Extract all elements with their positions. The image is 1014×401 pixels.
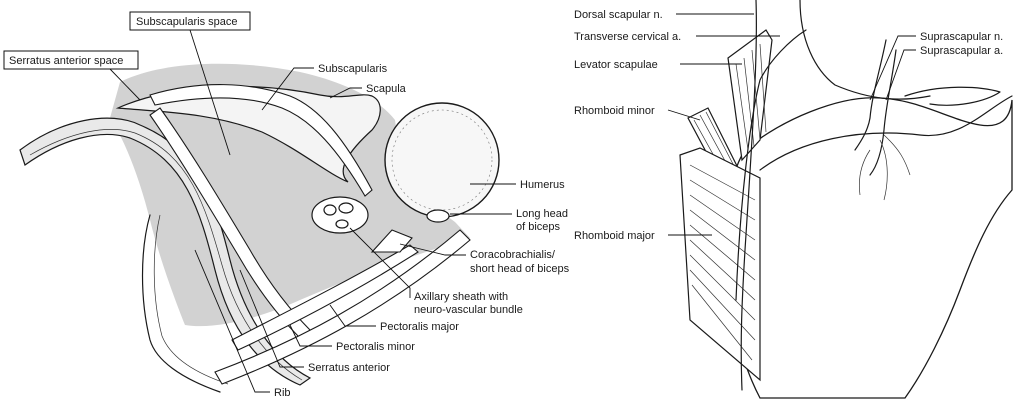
label-rib: Rib xyxy=(274,387,291,399)
label-serratus-anterior-space: Serratus anterior space xyxy=(9,55,123,67)
label-long-head-2: of biceps xyxy=(516,221,561,233)
label-subscapularis-space: Subscapularis space xyxy=(136,16,238,28)
label-subscapularis: Subscapularis xyxy=(318,63,388,75)
humerus xyxy=(385,103,499,217)
label-suprascapular-a: Suprascapular a. xyxy=(920,45,1003,57)
biceps-long-head xyxy=(427,210,449,222)
acromion xyxy=(905,87,1000,105)
label-scapula: Scapula xyxy=(366,83,407,95)
axilla-cross-section: Subscapularis space Serratus anterior sp… xyxy=(4,12,570,399)
label-pectoralis-major: Pectoralis major xyxy=(380,321,459,333)
label-long-head-1: Long head xyxy=(516,208,568,220)
label-transverse-cervical-a: Transverse cervical a. xyxy=(574,31,681,43)
label-rhomboid-minor: Rhomboid minor xyxy=(574,105,655,117)
label-serratus-anterior: Serratus anterior xyxy=(308,362,390,374)
label-axillary-sheath-1: Axillary sheath with xyxy=(414,291,508,303)
label-coracobrachialis-2: short head of biceps xyxy=(470,263,570,275)
scapula-posterior xyxy=(726,98,1012,398)
label-pectoralis-minor: Pectoralis minor xyxy=(336,341,415,353)
label-suprascapular-n: Suprascapular n. xyxy=(920,31,1003,43)
label-levator-scapulae: Levator scapulae xyxy=(574,59,658,71)
leader-suprascapular-a xyxy=(886,50,916,100)
label-axillary-sheath-2: neuro-vascular bundle xyxy=(414,304,523,316)
label-coracobrachialis-1: Coracobrachialis/ xyxy=(470,249,556,261)
scapular-region-posterior: Dorsal scapular n. Transverse cervical a… xyxy=(574,0,1012,398)
label-humerus: Humerus xyxy=(520,179,565,191)
label-rhomboid-major: Rhomboid major xyxy=(574,230,655,242)
label-dorsal-scapular-n: Dorsal scapular n. xyxy=(574,9,663,21)
rhomboid-major-muscle xyxy=(680,148,760,380)
